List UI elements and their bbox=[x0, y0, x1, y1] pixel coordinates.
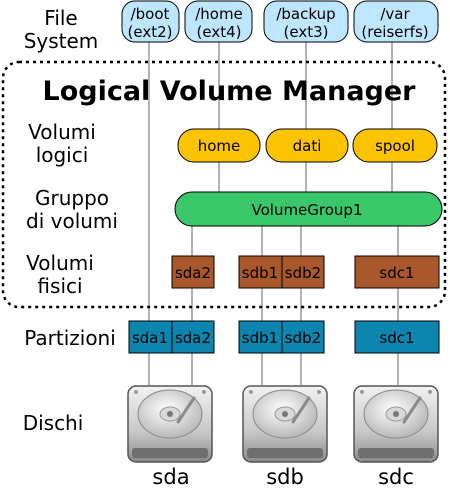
row-label-group-line2: di volumi bbox=[26, 209, 118, 233]
partition-sdc1: sdc1 bbox=[354, 320, 440, 354]
disk-sda bbox=[127, 385, 213, 463]
hard-drive-icon bbox=[242, 385, 328, 463]
filesystem-row: /boot (ext2) /home (ext4) /backup (ext3)… bbox=[121, 0, 439, 43]
row-label-disks: Dischi bbox=[23, 411, 84, 435]
filesystem-backup-path: /backup bbox=[276, 5, 335, 23]
filesystem-boot: /boot (ext2) bbox=[121, 0, 180, 43]
volume-group: VolumeGroup1 bbox=[174, 191, 443, 227]
lvm-boundary bbox=[1, 60, 447, 309]
partition-sdb1-label: sdb1 bbox=[242, 329, 278, 347]
physical-volume-sda2-label: sda2 bbox=[175, 264, 211, 282]
filesystem-var: /var (reiserfs) bbox=[353, 0, 439, 43]
partition-sdb2: sdb2 bbox=[281, 320, 325, 354]
row-label-filesystem-line1: File bbox=[44, 6, 77, 30]
row-label-group-line1: Gruppo bbox=[35, 186, 109, 210]
disk-sdc-label: sdc bbox=[378, 465, 414, 489]
filesystem-boot-type: (ext2) bbox=[128, 23, 173, 41]
logical-volume-dati-label: dati bbox=[293, 137, 322, 155]
partition-sdb1: sdb1 bbox=[238, 320, 283, 354]
disk-row: sda sdb sdc bbox=[127, 385, 439, 489]
filesystem-var-type: (reiserfs) bbox=[361, 23, 428, 41]
disk-sdc bbox=[353, 385, 439, 463]
partition-row: sda1 sda2 sdb1 sdb2 sdc1 bbox=[128, 320, 440, 354]
filesystem-backup-type: (ext3) bbox=[284, 23, 329, 41]
logical-volume-row: home dati spool bbox=[177, 128, 438, 163]
disk-sdb-label: sdb bbox=[266, 465, 304, 489]
filesystem-var-path: /var bbox=[380, 5, 410, 23]
row-label-filesystem-line2: System bbox=[24, 29, 99, 53]
physical-volume-sdb2: sdb2 bbox=[281, 255, 325, 289]
physical-volume-row: sda2 sdb1 sdb2 sdc1 bbox=[171, 255, 440, 289]
logical-volume-spool: spool bbox=[352, 128, 438, 163]
physical-volume-sda2: sda2 bbox=[171, 255, 215, 289]
diagram-title: Logical Volume Manager bbox=[43, 76, 417, 107]
partition-sdb2-label: sdb2 bbox=[285, 329, 321, 347]
partition-sda2: sda2 bbox=[171, 320, 215, 354]
filesystem-home-path: /home bbox=[195, 5, 243, 23]
filesystem-home-type: (ext4) bbox=[197, 23, 242, 41]
row-labels: File System Volumi logici Gruppo di volu… bbox=[23, 6, 118, 435]
logical-volume-home: home bbox=[177, 128, 261, 163]
partition-sda1-label: sda1 bbox=[132, 329, 168, 347]
partition-sda1: sda1 bbox=[128, 320, 173, 354]
physical-volume-sdc1-label: sdc1 bbox=[379, 264, 414, 282]
partition-sdc1-label: sdc1 bbox=[379, 329, 414, 347]
volume-group-label: VolumeGroup1 bbox=[252, 201, 363, 219]
row-label-physical-line1: Volumi bbox=[26, 251, 94, 275]
physical-volume-sdc1: sdc1 bbox=[354, 255, 440, 289]
filesystem-home: /home (ext4) bbox=[184, 0, 253, 43]
logical-volume-spool-label: spool bbox=[375, 137, 415, 155]
disk-sda-label: sda bbox=[152, 465, 189, 489]
logical-volume-home-label: home bbox=[198, 137, 241, 155]
disk-sdb bbox=[242, 385, 328, 463]
filesystem-backup: /backup (ext3) bbox=[263, 0, 349, 43]
row-label-physical-line2: fisici bbox=[37, 274, 82, 298]
hard-drive-icon bbox=[127, 385, 213, 463]
row-label-logical-line1: Volumi bbox=[28, 120, 96, 144]
partition-sda2-label: sda2 bbox=[175, 329, 211, 347]
physical-volume-sdb1: sdb1 bbox=[238, 255, 283, 289]
physical-volume-sdb2-label: sdb2 bbox=[285, 264, 321, 282]
hard-drive-icon bbox=[353, 385, 439, 463]
logical-volume-dati: dati bbox=[265, 128, 349, 163]
row-label-partitions: Partizioni bbox=[24, 326, 116, 350]
physical-volume-sdb1-label: sdb1 bbox=[242, 264, 278, 282]
filesystem-boot-path: /boot bbox=[131, 5, 170, 23]
row-label-logical-line2: logici bbox=[36, 143, 89, 167]
